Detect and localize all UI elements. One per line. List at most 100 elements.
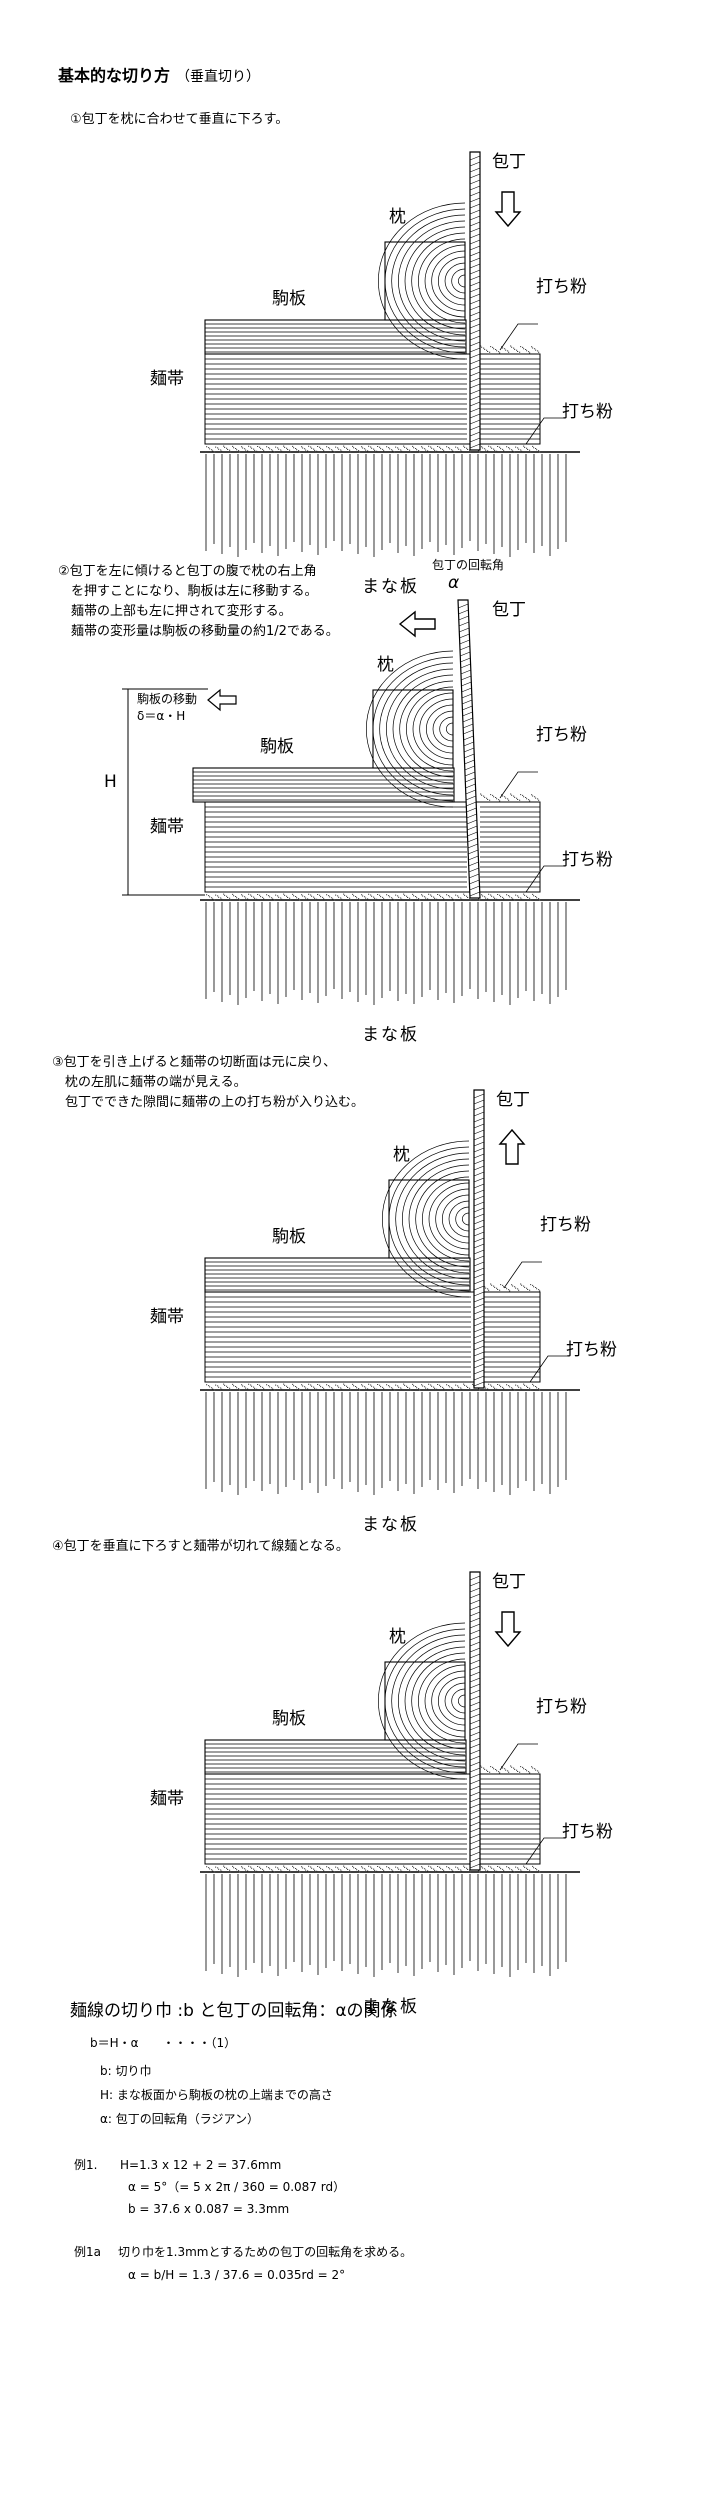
up-arrow-icon xyxy=(498,1128,526,1165)
formula-def-b: b: 切り巾 xyxy=(100,2064,152,2078)
step-line: ③包丁を引き上げると麺帯の切断面は元に戻り、 xyxy=(52,1055,337,1070)
step-line: を押すことになり、駒板は左に移動する。 xyxy=(58,584,318,599)
leader-line xyxy=(529,1355,568,1383)
uchiko-top xyxy=(480,345,540,354)
title-sub: （垂直切り） xyxy=(176,69,261,85)
step-line: 麺帯の変形量は駒板の移動量の約1/2である。 xyxy=(58,624,339,639)
step-line: ④包丁を垂直に下ろすと麺帯が切れて線麺となる。 xyxy=(52,1539,349,1554)
label-makura: 枕 xyxy=(377,655,394,675)
down-arrow-icon xyxy=(494,1611,522,1648)
label-manaita: まな板 xyxy=(362,1515,419,1535)
label-mentai: 麺帯 xyxy=(150,817,184,837)
label-houchou: 包丁 xyxy=(492,600,526,620)
step-line: ②包丁を左に傾けると包丁の腹で枕の右上角 xyxy=(58,564,317,579)
step-4-text: ④包丁を垂直に下ろすと麺帯が切れて線麺となる。 xyxy=(52,1537,349,1557)
example-1a-label: 例1a xyxy=(74,2245,101,2259)
mentai-layers xyxy=(205,801,540,893)
leader-line xyxy=(525,1837,564,1865)
leader-line xyxy=(503,1261,542,1289)
step-line: ①包丁を枕に合わせて垂直に下ろす。 xyxy=(70,112,289,127)
diagram-panel-drawing xyxy=(200,1089,580,1495)
knife-hatch xyxy=(458,603,480,897)
step-line: 枕の左肌に麺帯の端が見える。 xyxy=(52,1075,247,1090)
komaita-move-formula: δ＝α・H xyxy=(137,709,186,723)
label-komaita: 駒板 xyxy=(272,289,306,309)
step-line: 麺帯の上部も左に押されて変形する。 xyxy=(58,604,292,619)
label-manaita: まな板 xyxy=(362,577,419,597)
makura-grain xyxy=(377,202,466,360)
label-makura: 枕 xyxy=(389,1627,406,1647)
manaita-grain xyxy=(205,454,567,557)
label-manaita: まな板 xyxy=(362,1997,419,2017)
leader-line xyxy=(499,771,538,799)
komaita-outline xyxy=(204,1257,471,1293)
label-houchou: 包丁 xyxy=(492,152,526,172)
label-makura: 枕 xyxy=(389,207,406,227)
label-komaita: 駒板 xyxy=(272,1709,306,1729)
left-arrow-icon xyxy=(207,688,237,712)
label-uchiko-top: 打ち粉 xyxy=(536,277,587,297)
height-H-label: H xyxy=(104,772,117,792)
example-1-label: 例1. xyxy=(74,2158,98,2172)
uchiko-top xyxy=(480,1765,540,1774)
uchiko-top xyxy=(484,1283,541,1292)
formula-def-H: H: まな板面から駒板の枕の上端までの高さ xyxy=(100,2088,333,2102)
knife-blade xyxy=(473,1089,485,1389)
leader-line xyxy=(499,1743,538,1771)
alpha-symbol: α xyxy=(448,573,460,593)
formula-def-alpha: α: 包丁の回転角（ラジアン） xyxy=(100,2112,260,2126)
mentai-layers xyxy=(205,353,540,445)
example-1a-line: 切り巾を1.3mmとするための包丁の回転角を求める。 xyxy=(118,2245,413,2259)
label-uchiko-bottom: 打ち粉 xyxy=(562,402,613,422)
uchiko-top xyxy=(480,793,540,802)
step-1-text: ①包丁を枕に合わせて垂直に下ろす。 xyxy=(70,110,288,130)
label-houchou: 包丁 xyxy=(492,1572,526,1592)
example-1-line: H=1.3 x 12 + 2 = 37.6mm xyxy=(120,2158,282,2172)
label-mentai: 麺帯 xyxy=(150,1307,184,1327)
knife-hatch xyxy=(473,1093,485,1387)
example-1-line: α = 5°（= 5 x 2π / 360 = 0.087 rd） xyxy=(128,2180,346,2194)
makura-grain xyxy=(377,1622,466,1780)
label-makura: 枕 xyxy=(393,1145,410,1165)
label-uchiko-top: 打ち粉 xyxy=(536,725,587,745)
down-arrow-icon xyxy=(494,191,522,228)
komaita-grain xyxy=(205,319,466,353)
uchiko-bottom xyxy=(205,1865,541,1873)
left-arrow-icon xyxy=(398,610,436,638)
title-main: 基本的な切り方 xyxy=(58,66,171,85)
uchiko-bottom xyxy=(205,1383,541,1391)
label-mentai: 麺帯 xyxy=(150,369,184,389)
komaita-grain xyxy=(205,1739,466,1773)
knife-blade xyxy=(469,1571,481,1871)
label-komaita: 駒板 xyxy=(272,1227,306,1247)
diagram-panel-drawing xyxy=(200,1571,580,1977)
komaita-outline xyxy=(192,767,455,803)
mentai-layers xyxy=(205,1291,540,1383)
diagram-panel-drawing xyxy=(122,599,580,1005)
label-uchiko-bottom: 打ち粉 xyxy=(562,1822,613,1842)
step-3-text: ③包丁を引き上げると麺帯の切断面は元に戻り、 枕の左肌に麺帯の端が見える。 包丁… xyxy=(52,1053,364,1113)
leader-line xyxy=(525,865,564,893)
step-2-text: ②包丁を左に傾けると包丁の腹で枕の右上角 を押すことになり、駒板は左に移動する。… xyxy=(58,562,339,642)
komaita-grain xyxy=(193,767,454,801)
label-uchiko-top: 打ち粉 xyxy=(536,1697,587,1717)
manaita-grain xyxy=(205,1874,567,1977)
label-manaita: まな板 xyxy=(362,1025,419,1045)
label-uchiko-bottom: 打ち粉 xyxy=(566,1340,617,1360)
makura-grain xyxy=(381,1140,470,1298)
komaita-grain xyxy=(205,1257,470,1291)
uchiko-bottom xyxy=(205,445,541,453)
knife-blade xyxy=(457,599,481,899)
label-uchiko-top: 打ち粉 xyxy=(540,1215,591,1235)
height-dimension-line xyxy=(122,688,208,896)
komaita-move-label: 駒板の移動 xyxy=(137,692,198,706)
example-1a-line: α = b/H = 1.3 / 37.6 = 0.035rd = 2° xyxy=(128,2268,346,2282)
knife-hatch xyxy=(469,155,481,449)
page-title: 基本的な切り方 （垂直切り） xyxy=(58,62,260,86)
manaita-grain xyxy=(205,1392,567,1495)
label-uchiko-bottom: 打ち粉 xyxy=(562,850,613,870)
step-line: 包丁でできた隙間に麺帯の上の打ち粉が入り込む。 xyxy=(52,1095,365,1110)
komaita-outline xyxy=(204,1739,467,1775)
uchiko-bottom xyxy=(205,893,541,901)
leader-line xyxy=(499,323,538,351)
